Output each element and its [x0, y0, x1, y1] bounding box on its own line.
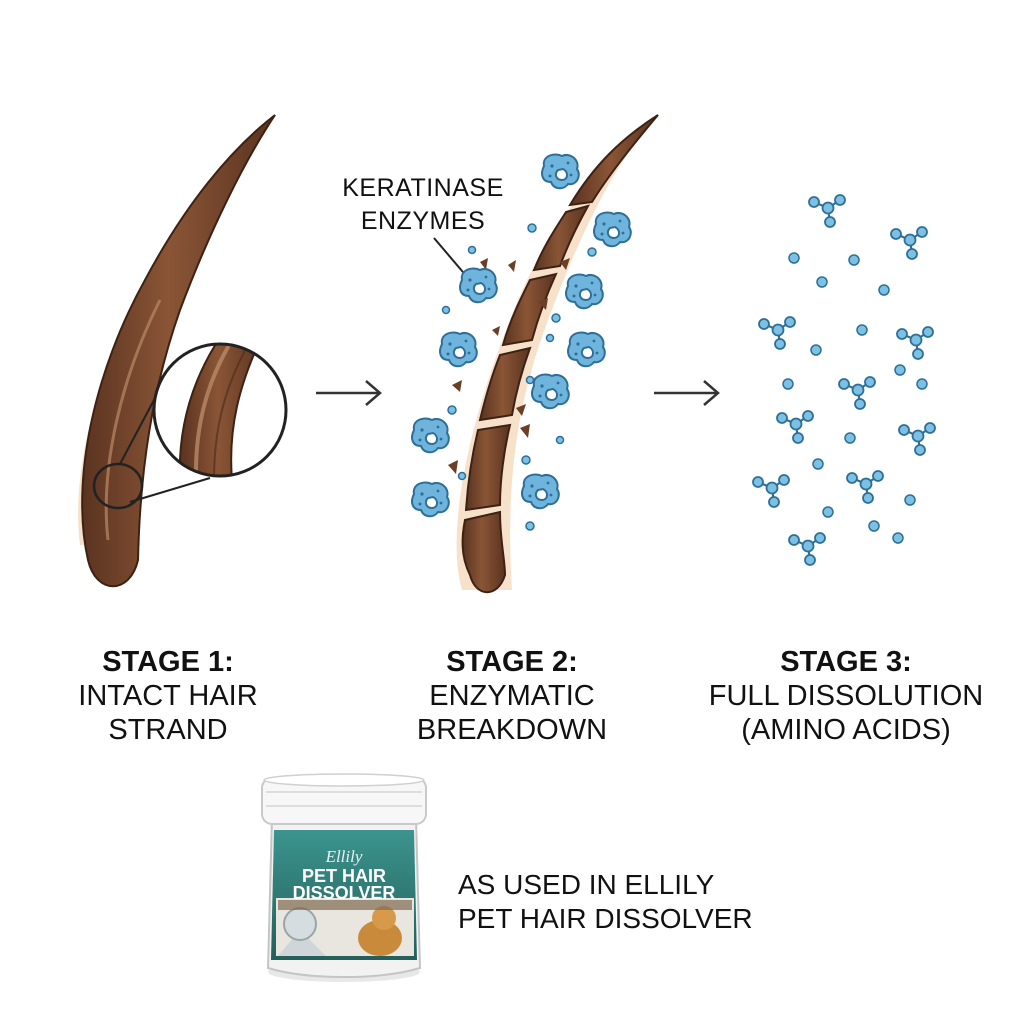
enzyme-particles	[441, 223, 597, 531]
arrow-right-icon	[654, 380, 720, 406]
enzyme-icon	[439, 331, 478, 368]
amino-acid-icon	[889, 225, 929, 261]
stage1-label: STAGE 1: INTACT HAIR STRAND	[8, 645, 328, 747]
amino-acid-icon	[807, 193, 847, 229]
amino-acid-icon	[895, 325, 935, 361]
enzyme-icon	[567, 331, 606, 368]
stage2-line2: BREAKDOWN	[416, 714, 608, 746]
stage3-line2: (AMINO ACIDS)	[741, 714, 951, 746]
amino-acid-icon	[787, 531, 827, 567]
amino-acid-icon	[845, 469, 885, 505]
stage1-title: STAGE 1:	[102, 646, 234, 678]
caption-line1: AS USED IN ELLILY	[458, 869, 715, 900]
enzyme-icon	[565, 273, 604, 310]
amino-acid-icon	[757, 315, 797, 351]
enzyme-icon	[521, 473, 560, 510]
stage1-line2: STRAND	[108, 714, 228, 746]
jar-brand-text: Ellily	[325, 847, 363, 866]
jar-name-line2: DISSOLVER	[293, 883, 396, 903]
stage3-label: STAGE 3: FULL DISSOLUTION (AMINO ACIDS)	[686, 645, 1006, 747]
callout-leader-line	[433, 237, 469, 279]
stage2-broken-hair-icon	[448, 114, 659, 594]
callout-line2: ENZYMES	[360, 207, 486, 235]
enzyme-icon	[593, 211, 632, 248]
enzyme-icon	[411, 417, 450, 454]
enzyme-icon	[411, 481, 450, 518]
enzyme-icon	[459, 267, 498, 304]
callout-line1: KERATINASE	[342, 174, 504, 202]
stage3-title: STAGE 3:	[780, 646, 912, 678]
amino-acids-group	[751, 193, 937, 567]
arrow-right-icon	[316, 380, 382, 406]
jar-name-line1: PET HAIR	[302, 866, 386, 886]
enzyme-callout-label: KERATINASE ENZYMES	[318, 172, 528, 238]
amino-acid-icon	[897, 421, 937, 457]
stage2-line1: ENZYMATIC	[429, 680, 595, 712]
free-amino-particles	[782, 252, 928, 544]
caption-line2: PET HAIR DISSOLVER	[458, 903, 753, 934]
stage2-label: STAGE 2: ENZYMATIC BREAKDOWN	[352, 645, 672, 747]
enzyme-icon	[541, 153, 580, 190]
stage1-line1: INTACT HAIR	[78, 680, 258, 712]
product-jar-icon: Ellily PET HAIR DISSOLVER	[261, 773, 427, 982]
stage2-title: STAGE 2:	[446, 646, 578, 678]
product-caption: AS USED IN ELLILY PET HAIR DISSOLVER	[458, 868, 753, 936]
amino-acid-icon	[775, 409, 815, 445]
magnifier-icon	[92, 342, 288, 510]
stage3-line1: FULL DISSOLUTION	[708, 680, 984, 712]
amino-acid-icon	[751, 473, 791, 509]
amino-acid-icon	[837, 375, 877, 411]
enzyme-icon	[531, 373, 570, 410]
